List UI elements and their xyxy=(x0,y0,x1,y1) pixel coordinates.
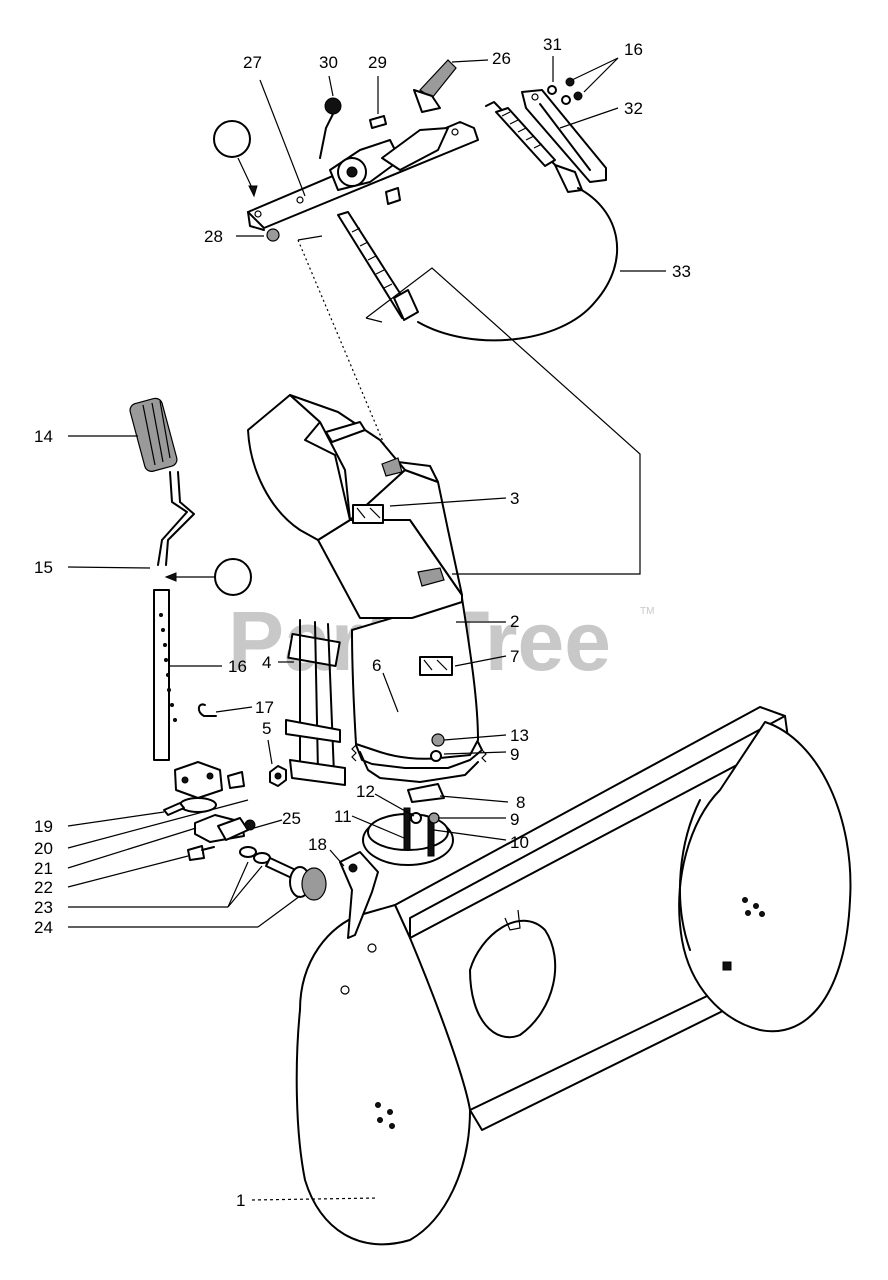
callout-30: 30 xyxy=(319,53,338,72)
callout-18: 18 xyxy=(308,835,327,854)
hex-nut-5 xyxy=(269,765,287,787)
callout-25: 25 xyxy=(282,809,301,828)
reference-circle-top xyxy=(213,120,251,158)
watermark-trademark: TM xyxy=(640,606,654,617)
deflector-bracket xyxy=(339,851,379,939)
callout-16-rod: 16 xyxy=(228,657,247,676)
callout-20: 20 xyxy=(34,839,53,858)
callout-19: 19 xyxy=(34,817,53,836)
crank-hinge-hardware xyxy=(163,761,327,901)
callout-29: 29 xyxy=(368,53,387,72)
callout-32: 32 xyxy=(624,99,643,118)
auger-housing xyxy=(295,706,852,1246)
callout-8: 8 xyxy=(516,793,525,812)
connection-lines xyxy=(164,157,641,582)
callout-12: 12 xyxy=(356,782,375,801)
callout-16-top: 16 xyxy=(624,40,643,59)
callout-21: 21 xyxy=(34,859,53,878)
callout-15: 15 xyxy=(34,558,53,577)
callout-31: 31 xyxy=(543,35,562,54)
callout-22: 22 xyxy=(34,878,53,897)
callout-27: 27 xyxy=(243,53,262,72)
reference-circle-side xyxy=(214,558,252,596)
callout-33: 33 xyxy=(672,262,691,281)
chute-strap xyxy=(285,619,346,786)
callout-23: 23 xyxy=(34,898,53,917)
callout-6: 6 xyxy=(372,656,381,675)
callout-9-lower: 9 xyxy=(510,810,519,829)
chute-crank xyxy=(129,397,217,761)
callout-4: 4 xyxy=(262,653,271,672)
callout-17: 17 xyxy=(255,698,274,717)
leader-lines xyxy=(67,56,666,1201)
callout-13: 13 xyxy=(510,726,529,745)
callout-labels: 1 2 3 4 5 6 7 8 9 9 10 11 12 13 14 15 16… xyxy=(34,35,691,1210)
callout-26: 26 xyxy=(492,49,511,68)
callout-5: 5 xyxy=(262,719,271,738)
callout-7: 7 xyxy=(510,647,519,666)
callout-2: 2 xyxy=(510,612,519,631)
callout-3: 3 xyxy=(510,489,519,508)
discharge-chute xyxy=(247,394,479,760)
callout-14: 14 xyxy=(34,427,53,446)
chute-tilt-control xyxy=(247,59,619,342)
callout-10: 10 xyxy=(510,833,529,852)
callout-24: 24 xyxy=(34,918,53,937)
callout-1: 1 xyxy=(236,1191,245,1210)
callout-11: 11 xyxy=(334,807,352,826)
callout-28: 28 xyxy=(204,227,223,246)
washers-and-nuts xyxy=(410,733,445,824)
callout-9-upper: 9 xyxy=(510,745,519,764)
